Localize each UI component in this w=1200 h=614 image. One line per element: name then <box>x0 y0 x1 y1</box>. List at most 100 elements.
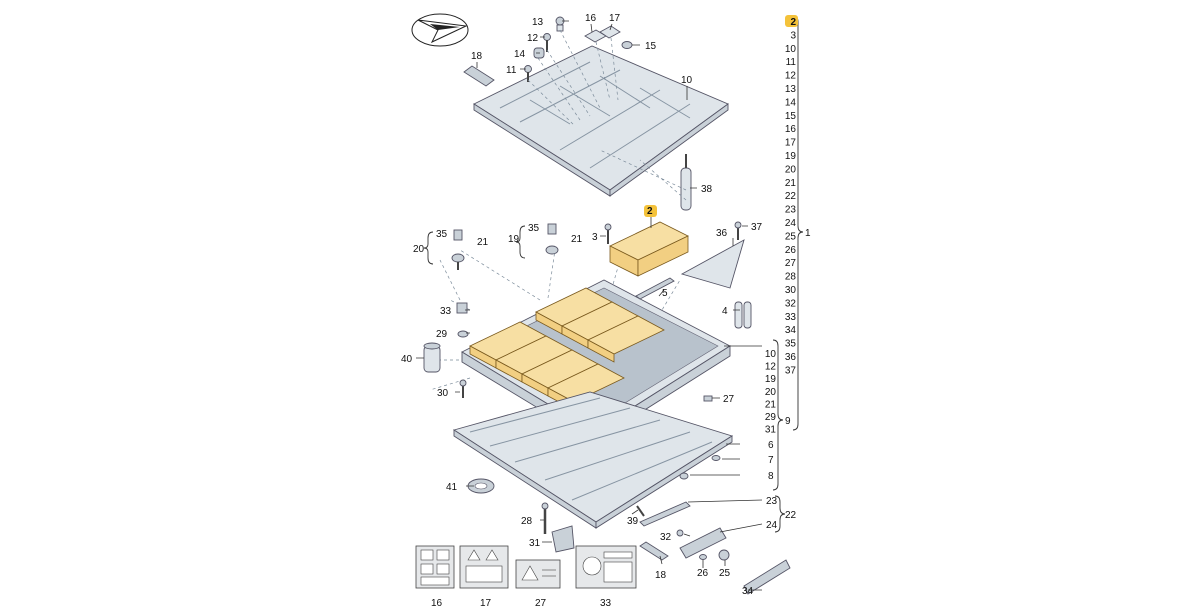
screw-32 <box>676 529 684 537</box>
callout-6: 6 <box>768 440 774 451</box>
legend-main-item-11: 20 <box>785 164 797 175</box>
washer-29 <box>457 330 469 338</box>
clip-27 <box>703 395 713 402</box>
part-16-17-plates <box>584 25 621 43</box>
callout-4: 4 <box>722 306 728 317</box>
legend-main-item-20: 30 <box>785 285 797 296</box>
label-27 <box>515 559 561 589</box>
strip-23 <box>639 501 691 527</box>
legend-main-item-21: 32 <box>785 298 797 309</box>
callout-19: 19 <box>508 234 520 245</box>
callout-34: 34 <box>742 586 754 597</box>
legend-main-item-19: 28 <box>785 272 797 283</box>
top-cover <box>473 45 729 197</box>
callout-2: 2 <box>647 206 653 217</box>
callout-21a: 21 <box>477 237 489 248</box>
callout-23: 23 <box>766 496 778 507</box>
leader-lines <box>416 20 763 591</box>
callout-7: 7 <box>768 455 774 466</box>
sealant-tube-38 <box>680 154 692 211</box>
cylinder-40 <box>423 342 441 373</box>
callout-8: 8 <box>768 471 774 482</box>
callout-35b: 35 <box>528 223 540 234</box>
callout-24: 24 <box>766 520 778 531</box>
callout-5: 5 <box>662 288 668 299</box>
callout-39: 39 <box>627 516 639 527</box>
legend-main-item-18: 27 <box>785 258 797 269</box>
legend-main-item-26: 37 <box>785 365 797 376</box>
callout-26: 26 <box>697 568 709 579</box>
callout-labels: 13 12 14 11 16 17 15 18 10 38 2 3 37 36 … <box>401 13 811 609</box>
legend-main-item-5: 13 <box>785 84 797 95</box>
legend-main-item-15: 24 <box>785 218 797 229</box>
callout-3: 3 <box>592 232 598 243</box>
callout-33: 33 <box>440 306 452 317</box>
callout-17: 17 <box>609 13 621 24</box>
legend-group-1: 1 <box>805 228 811 239</box>
connector-20 <box>451 229 465 270</box>
legend-main-item-10: 19 <box>785 151 797 162</box>
cap-25 <box>718 549 730 561</box>
label-17 <box>459 545 509 589</box>
legend-main-item-14: 23 <box>785 205 797 216</box>
callout-16: 16 <box>585 13 597 24</box>
label-33-small <box>456 302 468 314</box>
callout-2-highlight <box>644 205 657 217</box>
legend-main-item-8: 16 <box>785 124 797 135</box>
legend-main-item-12: 21 <box>785 178 797 189</box>
legend-sub-item-6: 31 <box>765 425 777 436</box>
legend-main-item-25: 36 <box>785 352 797 363</box>
part-15 <box>621 41 633 49</box>
legend-sub-item-0: 10 <box>765 349 777 360</box>
callout-22: 22 <box>785 510 797 521</box>
callout-30: 30 <box>437 388 449 399</box>
screw-7 <box>711 455 721 461</box>
callout-32: 32 <box>660 532 672 543</box>
callout-10: 10 <box>681 75 693 86</box>
battery-module-2 <box>609 221 689 277</box>
callout-18: 18 <box>471 51 483 62</box>
legend-main-item-4: 12 <box>785 71 797 82</box>
callout-11: 11 <box>506 65 517 76</box>
callout-40: 40 <box>401 354 413 365</box>
compass-arrow-icon <box>411 13 469 47</box>
callout-18b: 18 <box>655 570 667 581</box>
grommet-41 <box>467 478 495 494</box>
legend-sub-item-4: 21 <box>765 399 777 410</box>
bottom-plate <box>452 391 734 529</box>
callout-17b: 17 <box>480 598 492 609</box>
part-13 <box>555 16 565 32</box>
callout-27b: 27 <box>535 598 547 609</box>
label-33 <box>575 545 637 589</box>
callout-31: 31 <box>529 538 541 549</box>
callout-37: 37 <box>751 222 763 233</box>
callout-25: 25 <box>719 568 731 579</box>
bolt-28 <box>541 502 549 534</box>
callout-36: 36 <box>716 228 728 239</box>
bolt-3 <box>604 223 612 244</box>
callout-16b: 16 <box>431 598 443 609</box>
legend-main-item-9: 17 <box>785 138 797 149</box>
legend-list-main: 2310111213141516171920212223242526272830… <box>785 17 797 376</box>
legend-main-item-6: 14 <box>785 97 797 108</box>
label-16 <box>415 545 455 589</box>
connector-19 <box>545 223 559 255</box>
sealant-4 <box>734 301 752 329</box>
bracket-36 <box>680 239 745 289</box>
legend-main-item-24: 35 <box>785 339 797 350</box>
connector-block-24 <box>679 527 727 559</box>
legend-sub-item-1: 12 <box>765 362 777 373</box>
callout-33b: 33 <box>600 598 612 609</box>
callout-28: 28 <box>521 516 533 527</box>
callout-27: 27 <box>723 394 735 405</box>
part-18-bottom <box>639 541 669 561</box>
legend-main-item-22: 33 <box>785 312 797 323</box>
callout-14: 14 <box>514 49 526 60</box>
bolt-39 <box>636 505 645 517</box>
fan-31 <box>551 525 575 553</box>
legend-group-9: 9 <box>785 416 791 427</box>
battery-modules <box>469 287 665 411</box>
callout-12: 12 <box>527 33 539 44</box>
